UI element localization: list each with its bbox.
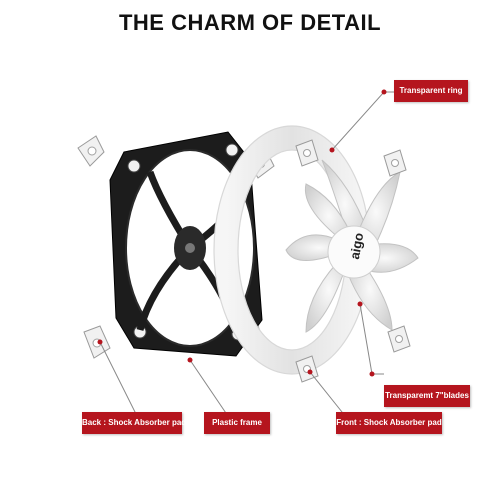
label-back-shock-absorber-pad: Back : Shock Absorber pad: [82, 412, 186, 434]
leader-plastic-frame: [189, 359, 233, 423]
leader-transparent-ring: [331, 91, 394, 151]
label-transparent-blades: Transparemt 7"blades: [384, 385, 470, 407]
page-title: THE CHARM OF DETAIL: [118, 10, 382, 35]
front-shock-pads: [295, 139, 411, 383]
leader-back-pad: [99, 341, 141, 423]
brand-logo: aigo: [347, 231, 366, 260]
label-transparent-ring: Transparent ring: [394, 80, 468, 102]
transparent-blades: [285, 159, 419, 333]
leader-endpoints: [97, 89, 387, 377]
label-front-shock-absorber-pad: Front : Shock Absorber pad: [336, 412, 442, 434]
label-plastic-frame: Plastic frame: [204, 412, 270, 434]
